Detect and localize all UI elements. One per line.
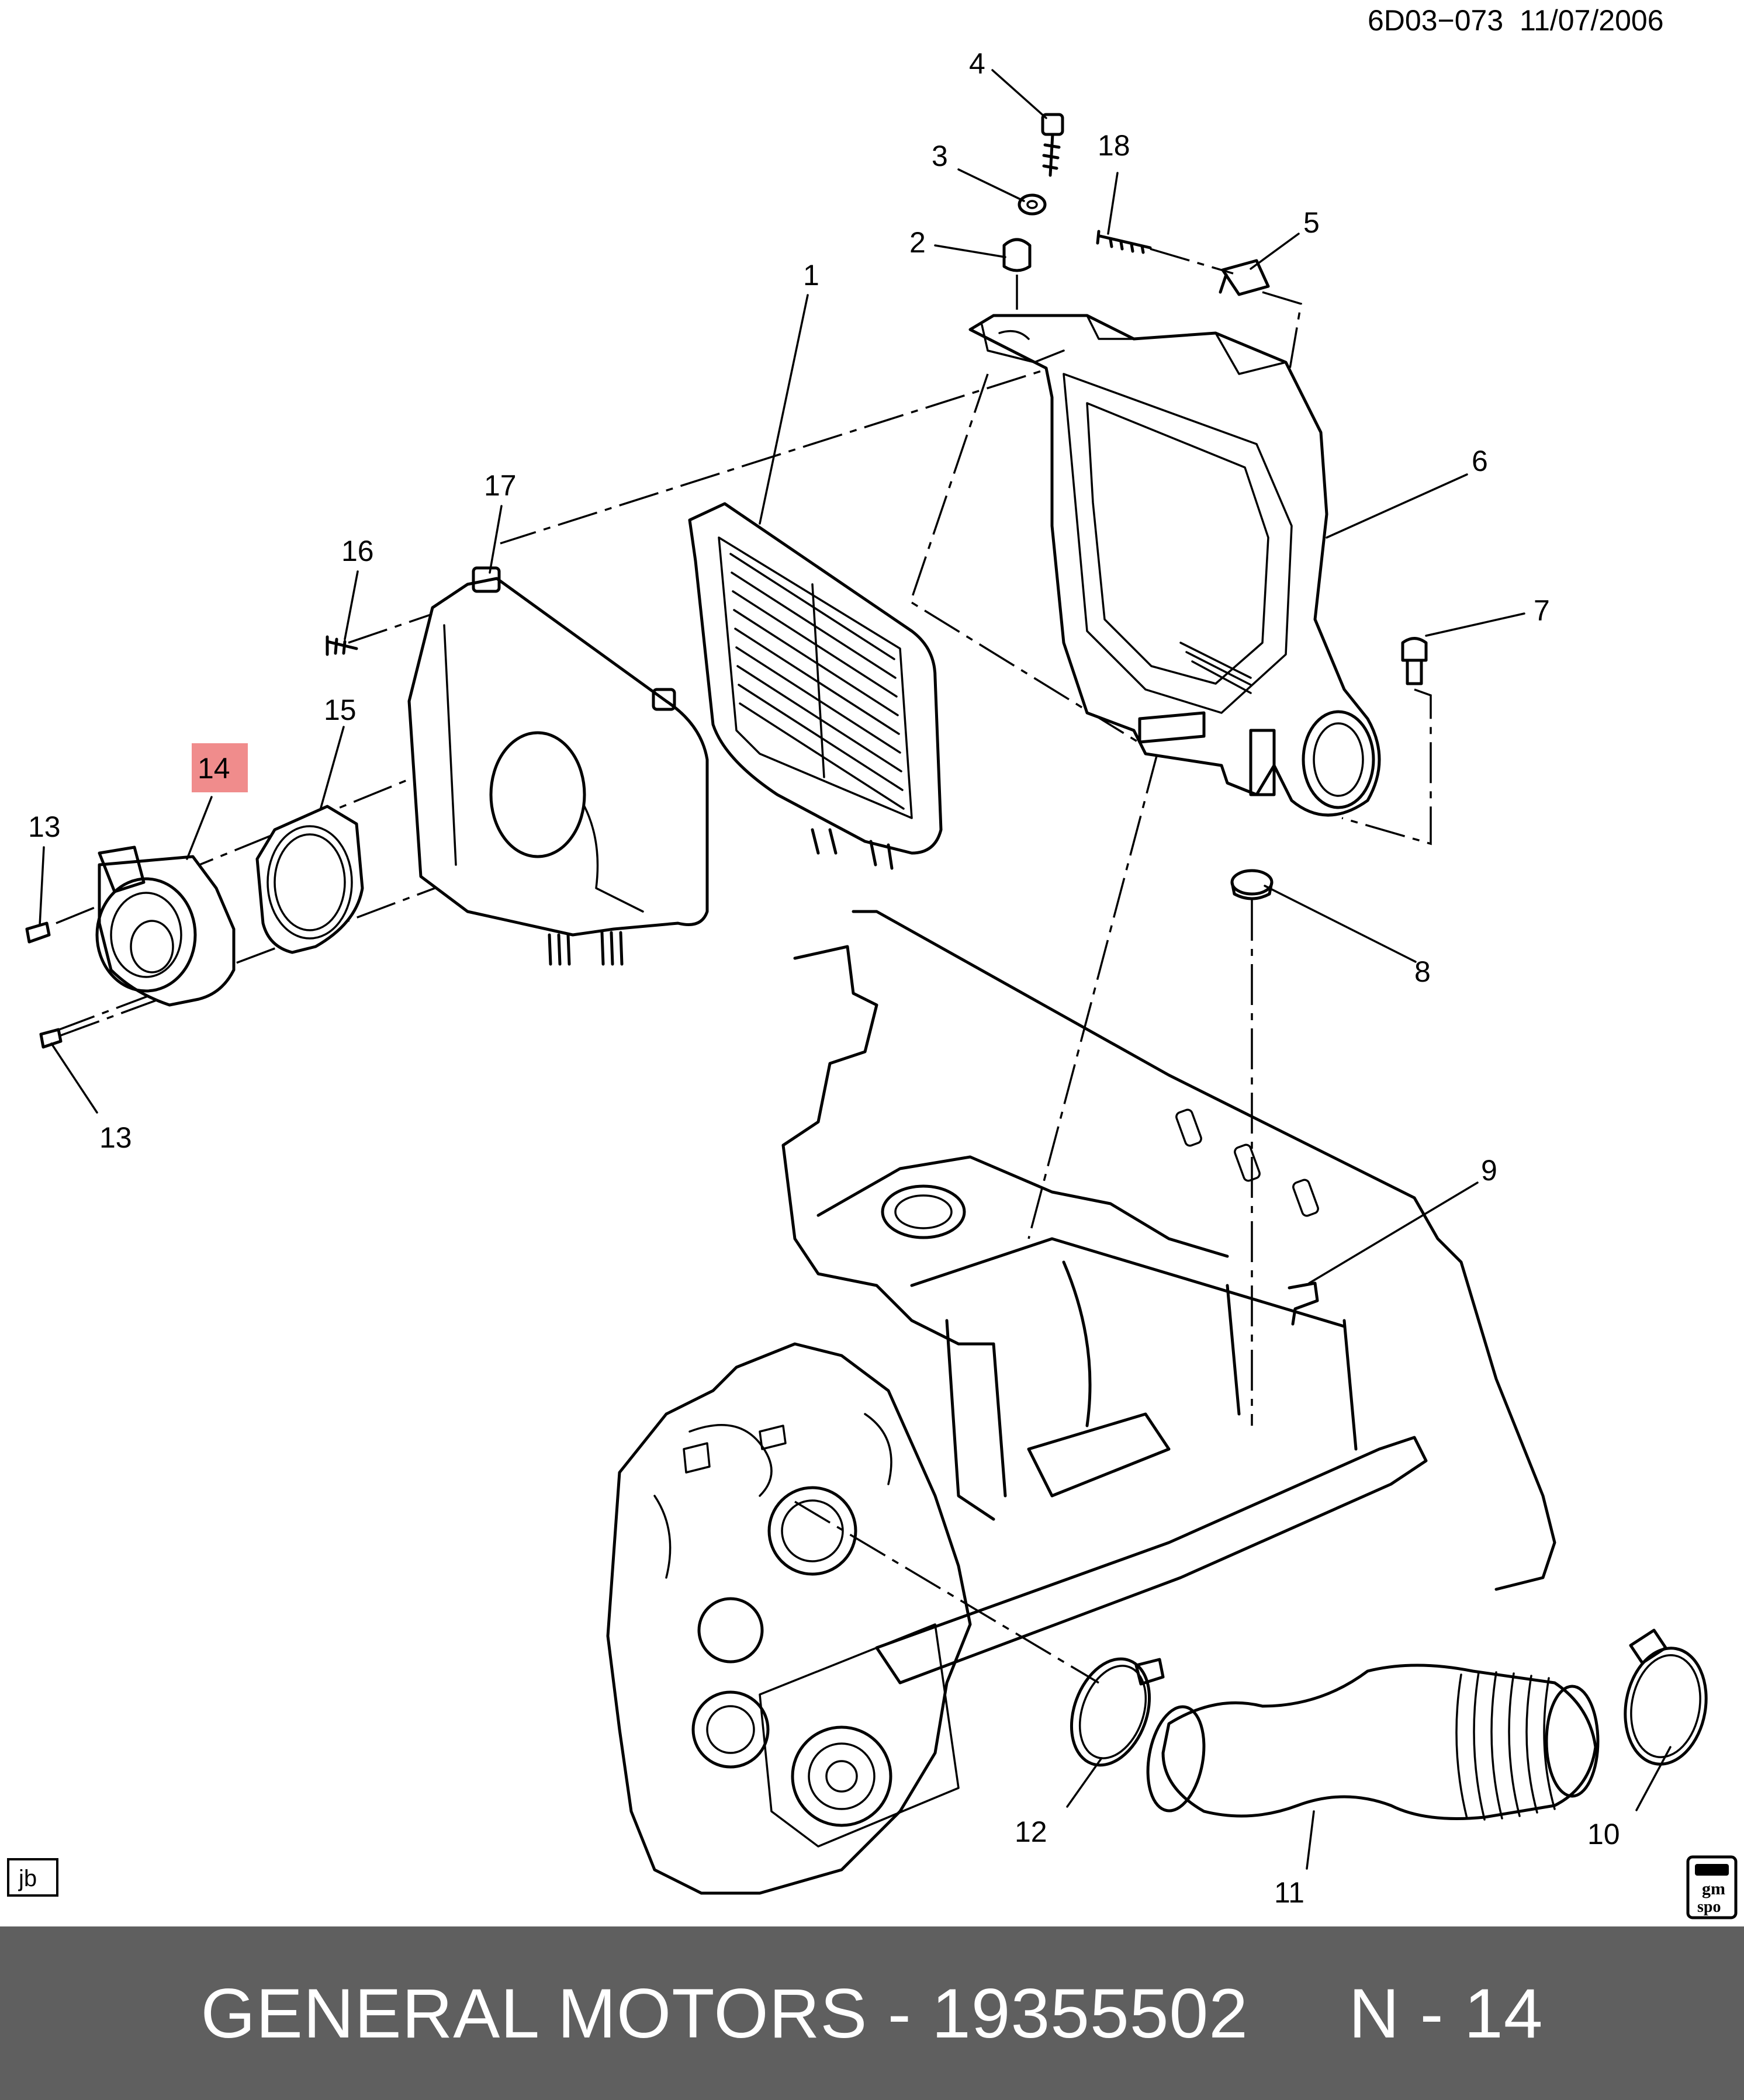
callout-17: 17 [484, 469, 517, 502]
part-7-fitting [1401, 637, 1428, 685]
part-16-screw [326, 635, 358, 656]
part-15-gasket [255, 805, 364, 954]
callout-18: 18 [1098, 129, 1130, 162]
callout-1: 1 [803, 259, 819, 292]
part-17-housing-cover [407, 566, 709, 966]
callout-7: 7 [1534, 594, 1550, 627]
callout-14-highlight [192, 743, 248, 792]
part-18-bolt [1096, 230, 1152, 254]
callout-10: 10 [1587, 1818, 1620, 1851]
callout-13-upper: 13 [28, 810, 61, 843]
vehicle-frame [759, 910, 1556, 1848]
callout-9: 9 [1481, 1154, 1497, 1187]
part-8-grommet [1230, 869, 1274, 900]
part-5-clip [1219, 259, 1270, 296]
part-1-air-filter [688, 502, 943, 870]
gm-spo-logo: gm spo [1686, 1855, 1738, 1919]
svg-text:jb: jb [18, 1866, 37, 1891]
callout-4: 4 [969, 47, 985, 80]
engine [606, 1342, 972, 1895]
callout-8: 8 [1414, 955, 1431, 988]
part-13-screw-lower [39, 1028, 63, 1049]
callout-12: 12 [1015, 1815, 1047, 1848]
svg-text:spo: spo [1697, 1898, 1721, 1916]
part-14-mass-air-flow-sensor [95, 845, 236, 1007]
callout-5: 5 [1303, 206, 1320, 239]
assembly-line-housing-top [500, 355, 1088, 545]
part-9-clip [1288, 1281, 1319, 1326]
part-12-clamp [1070, 1657, 1165, 1767]
callout-13-lower: 13 [99, 1121, 132, 1154]
part-13-screw-upper [25, 921, 51, 944]
part-10-clamp [1624, 1628, 1708, 1766]
part-4-bolt [1041, 113, 1064, 177]
drawing-date: 11/07/2006 [1520, 4, 1664, 37]
callout-16: 16 [341, 535, 374, 567]
callout-11: 11 [1274, 1876, 1304, 1909]
assembly-line-6-to-frame [1027, 753, 1158, 1239]
jb-box: jb [7, 1858, 58, 1897]
assembly-line-18-to-6 [1150, 248, 1234, 275]
part-6-upper-housing [968, 314, 1381, 817]
svg-text:gm: gm [1702, 1879, 1725, 1898]
callout-2: 2 [909, 226, 926, 259]
drawing-code: 6D03−073 [1368, 4, 1503, 37]
leader-lines [39, 69, 1672, 1870]
assembly-line-11-to-throttle [794, 1501, 1099, 1684]
part-11-intake-duct [1146, 1664, 1600, 1821]
callout-3: 3 [932, 140, 948, 172]
assembly-line-housing-left [909, 373, 1158, 755]
part-2-grommet [1002, 238, 1032, 272]
callout-15: 15 [324, 694, 357, 726]
part-number-label: GENERAL MOTORS - 19355502 N - 14 [200, 1974, 1544, 2053]
callout-6: 6 [1472, 445, 1488, 477]
callout-14: 14 [198, 752, 230, 785]
assembly-line-7 [1341, 688, 1432, 845]
footer-bar: GENERAL MOTORS - 19355502 N - 14 [0, 1926, 1744, 2100]
part-3-washer [1018, 193, 1047, 216]
